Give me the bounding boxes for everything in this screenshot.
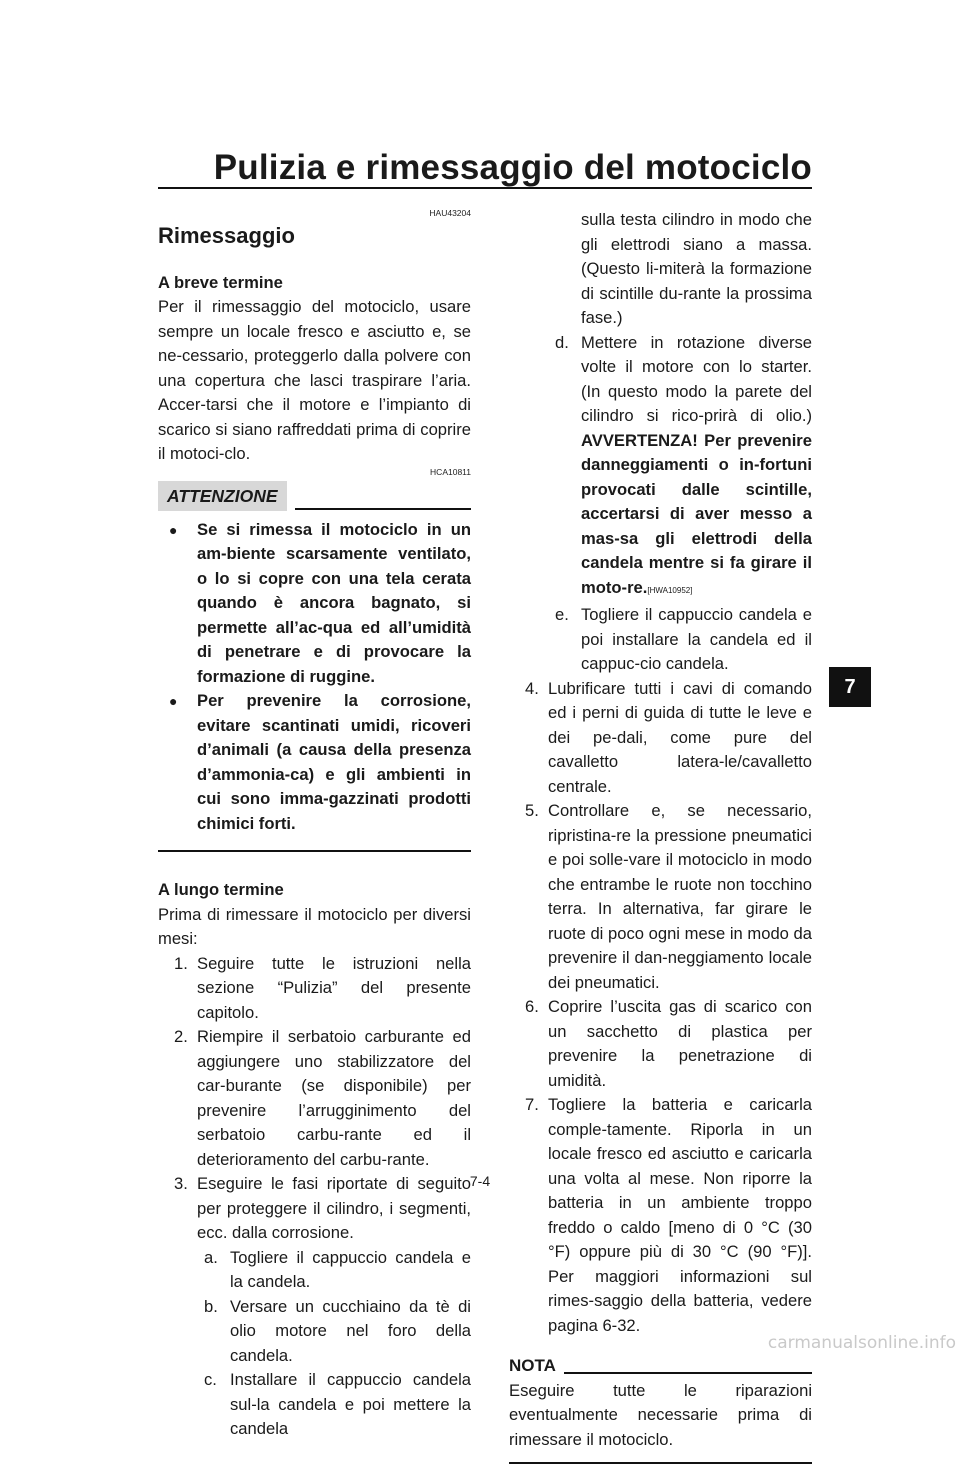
substep-text: Versare un cucchiaino da tè di olio moto…: [230, 1296, 471, 1365]
substep-letter: b.: [204, 1296, 218, 1316]
step-item: 6. Coprire l’uscita gas di scarico con un…: [509, 995, 812, 1093]
substep-text: Mettere in rotazione diverse volte il mo…: [581, 332, 812, 426]
substep-item: c. Installare il cappuccio candela sul-la…: [158, 1368, 471, 1442]
watermark-text: carmanualsonline.info: [767, 1333, 956, 1353]
right-column: sulla testa cilindro in modo che gli ele…: [509, 208, 812, 1464]
substep-letter: d.: [555, 332, 569, 352]
page-title: Pulizia e rimessaggio del motociclo: [213, 148, 812, 187]
step-item: 4. Lubrificare tutti i cavi di comando ed…: [509, 677, 812, 800]
step-text: Togliere la batteria e caricarla comple-…: [548, 1095, 812, 1335]
short-term-heading: A breve termine: [158, 272, 283, 292]
step-item: 2. Riempire il serbatoio carburante ed ag…: [158, 1025, 471, 1172]
step-text: Controllare e, se necessario, ripristina…: [548, 801, 812, 992]
substep-text: Togliere il cappuccio candela e la cande…: [230, 1247, 471, 1292]
caution-list: Se si rimessa il motociclo in un am-bien…: [158, 518, 471, 837]
substep-letter: a.: [204, 1247, 218, 1267]
header-rule: [158, 187, 812, 189]
long-term-intro: Prima di rimessare il motociclo per dive…: [158, 904, 471, 949]
nota-label: NOTA: [509, 1356, 556, 1375]
caution-header: ATTENZIONE: [158, 480, 471, 512]
substep-item: d. Mettere in rotazione diverse volte il…: [509, 331, 812, 604]
step-item: 5. Controllare e, se necessario, ripristi…: [509, 799, 812, 995]
step-number: 2.: [174, 1027, 188, 1046]
section-title: Rimessaggio: [158, 223, 295, 248]
short-term-text: Per il rimessaggio del motociclo, usare …: [158, 297, 471, 463]
left-column: HAU43204 Rimessaggio A breve termine Per…: [158, 208, 471, 1442]
caution-divider: [294, 507, 471, 510]
step-text: Riempire il serbatoio carburante ed aggi…: [197, 1027, 471, 1169]
substep-text: Togliere il cappuccio candela e poi inst…: [581, 605, 812, 673]
substep-letter: c.: [204, 1370, 217, 1389]
nota-divider: [563, 1372, 812, 1374]
section-code: HAU43204: [429, 208, 471, 218]
step-text: Lubrificare tutti i cavi di comando ed i…: [548, 678, 812, 796]
caution-item: Se si rimessa il motociclo in un am-bien…: [158, 518, 471, 690]
substep-text: Installare il cappuccio candela sul-la c…: [230, 1370, 471, 1438]
long-term-steps: 1. Seguire tutte le istruzioni nella sezi…: [158, 952, 471, 1442]
step-text: Coprire l’uscita gas di scarico con un s…: [548, 997, 812, 1090]
nota-end-divider: [509, 1462, 812, 1464]
substep-item: a. Togliere il cappuccio candela e la can…: [158, 1246, 471, 1295]
substep-item: e. Togliere il cappuccio candela e poi in…: [509, 603, 812, 677]
nota-text: Eseguire tutte le riparazioni eventualme…: [509, 1380, 812, 1449]
page-number: 7-4: [469, 1173, 491, 1189]
chapter-tab: 7: [829, 667, 871, 707]
caution-code: HCA10811: [430, 466, 471, 477]
substep-text: sulla testa cilindro in modo che gli ele…: [581, 210, 812, 327]
step-number: 7.: [525, 1095, 539, 1114]
step-item: 7. Togliere la batteria e caricarla compl…: [509, 1093, 812, 1338]
step-item: 1. Seguire tutte le istruzioni nella sezi…: [158, 952, 471, 1026]
warning-text: AVVERTENZA! Per prevenire danneggiamenti…: [581, 430, 812, 597]
substep-letter: e.: [555, 605, 569, 624]
step-text: Seguire tutte le istruzioni nella sezion…: [197, 953, 471, 1022]
nota-header: NOTA: [509, 1354, 812, 1379]
step-number: 1.: [174, 953, 188, 973]
step-number: 4.: [525, 678, 539, 698]
step-number: 5.: [525, 801, 539, 820]
step-text: Eseguire le fasi riportate di seguito pe…: [197, 1174, 471, 1242]
long-term-heading: A lungo termine: [158, 880, 284, 899]
caution-end-divider: [158, 850, 471, 852]
caution-item: Per prevenire la corrosione, evitare sca…: [158, 689, 471, 836]
step-number: 6.: [525, 997, 539, 1016]
step-number: 3.: [174, 1174, 188, 1193]
caution-label: ATTENZIONE: [158, 480, 287, 511]
step-item: 3. Eseguire le fasi riportate di seguito …: [158, 1172, 471, 1246]
warning-code: [HWA10952]: [647, 585, 693, 595]
substep-continuation: sulla testa cilindro in modo che gli ele…: [509, 208, 812, 331]
